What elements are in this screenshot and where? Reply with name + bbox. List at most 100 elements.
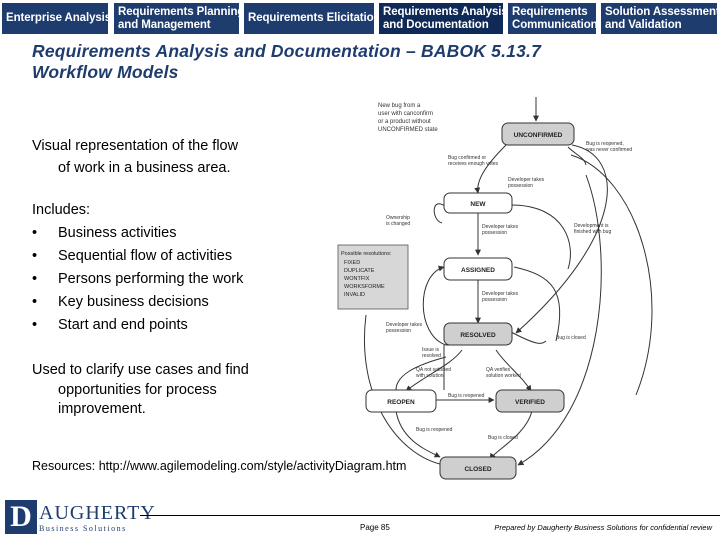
page-title-line1: Requirements Analysis and Documentation … [32, 41, 542, 61]
note-line: user with canconfirm [378, 111, 433, 117]
connector [567, 146, 587, 166]
resolutions-note: Possible resolutions: FIXED DUPLICATE WO… [337, 244, 409, 310]
state-verified: VERIFIED [495, 389, 565, 413]
logo-name: AUGHERTY [39, 502, 156, 524]
transition-label: Developer takes [482, 224, 519, 230]
transition-label: QA not satisfied [416, 367, 451, 373]
resolution-item: WONTFIX [344, 276, 370, 282]
list-item: Business activities [32, 222, 243, 245]
tab-label: Enterprise Analysis [6, 12, 112, 24]
usage-paragraph: Used to clarify use cases and find oppor… [32, 361, 249, 420]
transition-label: with solution [416, 373, 444, 379]
workflow-diagram-svg: New bug from a user with canconfirm or a… [337, 97, 653, 480]
resolution-item: Possible resolutions: [341, 251, 392, 257]
transition-label: Bug is reopened [416, 427, 453, 433]
tab-label-line1: Solution Assessment [605, 5, 720, 18]
state-label: UNCONFIRMED [514, 132, 563, 139]
includes-heading: Includes: [32, 202, 91, 218]
workflow-diagram: New bug from a user with canconfirm or a… [336, 95, 714, 485]
connector [405, 349, 463, 392]
transition-label: QA verifies [486, 367, 511, 373]
tab-label-line1: Requirements Analysis [383, 5, 508, 18]
tab-label-line1: Requirements Planning [118, 5, 245, 18]
page-number: Page 85 [360, 523, 390, 532]
state-label: CLOSED [464, 466, 491, 473]
intro-line2: of work in a business area. [58, 160, 231, 176]
state-label: VERIFIED [515, 399, 545, 406]
tab-requirements-communication[interactable]: Requirements Communication [508, 3, 598, 34]
resolution-item: FIXED [344, 260, 360, 266]
transition-label: is changed [386, 221, 410, 227]
tab-solution-assessment[interactable]: Solution Assessment and Validation [601, 3, 720, 34]
transition-label: possession [386, 328, 411, 334]
tab-requirements-elicitation[interactable]: Requirements Elicitation [244, 3, 381, 34]
usage-line1: Used to clarify use cases and find [32, 362, 249, 378]
list-item: Persons performing the work [32, 268, 243, 291]
state-unconfirmed: UNCONFIRMED [501, 122, 575, 146]
logo-mark: D [5, 500, 37, 534]
state-label: RESOLVED [460, 332, 496, 339]
transition-label: Development is [574, 223, 609, 229]
page-title-line2: Workflow Models [32, 62, 179, 82]
tab-requirements-analysis[interactable]: Requirements Analysis and Documentation [379, 3, 508, 34]
state-reopen: REOPEN [365, 389, 437, 413]
connector [570, 154, 653, 396]
tab-label: Requirements Elicitation [248, 12, 381, 24]
state-new: NEW [443, 192, 513, 214]
transition-label: finished with bug [574, 229, 611, 235]
usage-line3: improvement. [58, 401, 146, 417]
state-label: NEW [470, 201, 486, 208]
note-line: New bug from a [378, 103, 421, 109]
prepared-by-note: Prepared by Daugherty Business Solutions… [494, 523, 712, 532]
tab-label-line2: and Validation [605, 18, 682, 31]
transition-label: Developer takes [482, 291, 519, 297]
connector [495, 349, 532, 392]
transition-label: Issue is [422, 347, 439, 353]
connector [510, 331, 547, 344]
tab-label-line2: and Documentation [383, 18, 489, 31]
state-label: REOPEN [387, 399, 415, 406]
includes-section: Includes: Business activities Sequential… [32, 199, 243, 337]
note-line: UNCONFIRMED state [378, 127, 438, 133]
transition-label: receives enough votes [448, 161, 499, 167]
transition-label: Bug is reopened [448, 393, 485, 399]
list-item: Key business decisions [32, 291, 243, 314]
connector [364, 314, 445, 466]
state-label: ASSIGNED [461, 267, 495, 274]
list-item: Start and end points [32, 314, 243, 337]
resolution-item: WORKSFORME [344, 284, 385, 290]
tab-label-line2: and Management [118, 18, 211, 31]
includes-list: Business activities Sequential flow of a… [32, 222, 243, 337]
state-closed: CLOSED [439, 456, 517, 480]
connector [513, 266, 561, 342]
connector [474, 144, 507, 194]
connector [433, 203, 447, 224]
resolution-item: INVALID [344, 292, 365, 298]
footer-divider [140, 515, 720, 516]
transition-label: Bug confirmed or [448, 155, 486, 161]
connector [422, 265, 447, 346]
intro-paragraph: Visual representation of the flow of wor… [32, 135, 238, 179]
transition-label: possession [482, 230, 507, 236]
state-resolved: RESOLVED [443, 322, 513, 346]
resources-text: Resources: http://www.agilemodeling.com/… [32, 459, 407, 473]
resolution-item: DUPLICATE [344, 268, 375, 274]
usage-line2: opportunities for process [58, 381, 217, 398]
company-logo: D AUGHERTY Business Solutions [5, 500, 155, 536]
transition-label: solution worked [486, 373, 521, 379]
intro-line1: Visual representation of the flow [32, 138, 239, 154]
tab-label-line2: Communication [512, 18, 598, 31]
transition-label: Bug is reopened, [586, 141, 624, 147]
diagram-connectors [364, 97, 653, 466]
transition-label: resolved [422, 353, 441, 359]
tab-label-line1: Requirements [512, 5, 588, 18]
tab-requirements-planning[interactable]: Requirements Planning and Management [114, 3, 245, 34]
page-title: Requirements Analysis and Documentation … [32, 41, 541, 83]
tab-enterprise-analysis[interactable]: Enterprise Analysis [2, 3, 112, 34]
connector [517, 174, 602, 466]
transition-label: Ownership [386, 215, 410, 221]
transition-label: was never confirmed [586, 147, 632, 153]
transition-label: Bug is closed [488, 435, 518, 441]
top-navigation: Enterprise Analysis Requirements Plannin… [0, 0, 720, 38]
connector [489, 410, 533, 460]
